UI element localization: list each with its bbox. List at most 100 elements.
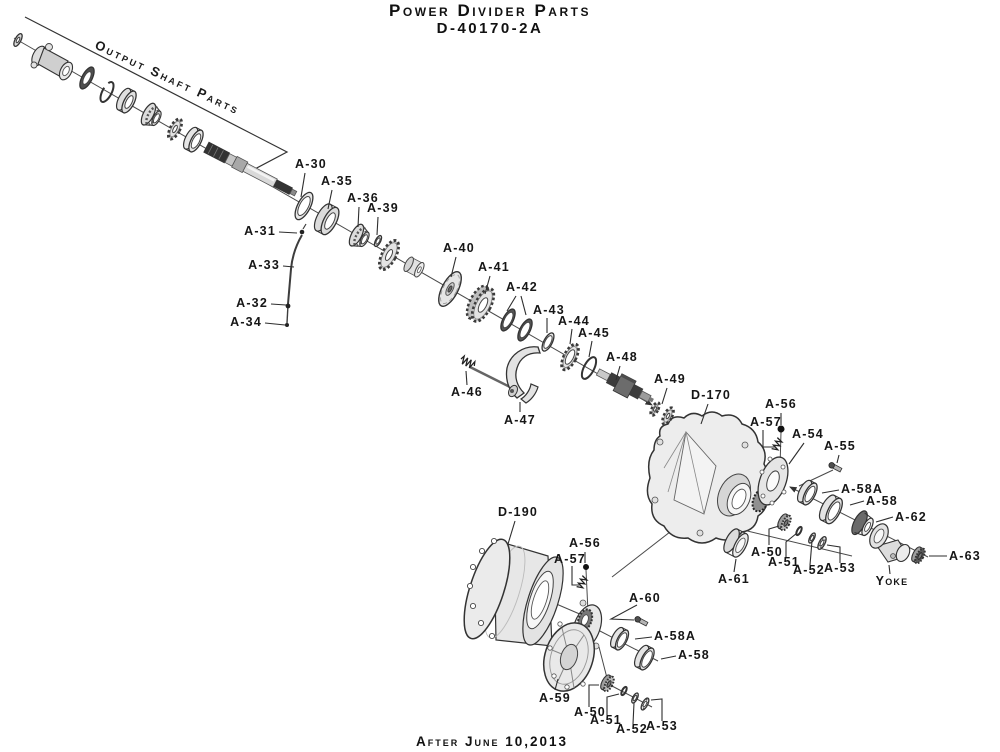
revision-note: After June 10,2013 <box>416 734 568 749</box>
part-a45-oring <box>580 356 598 380</box>
a54-plate <box>751 456 789 513</box>
leader-lines <box>264 172 947 725</box>
part-a49-gear-2 <box>661 406 675 426</box>
part-a62-seal <box>851 510 874 537</box>
label-a58a-upper: A-58A <box>841 482 883 496</box>
part-a35-ring <box>313 203 340 236</box>
label-a59: A-59 <box>539 691 571 705</box>
part-a58a-ring <box>796 479 818 506</box>
part-a50-nut <box>777 513 792 532</box>
label-a50-lower: A-50 <box>574 705 606 719</box>
a32-pin <box>285 303 291 309</box>
leader-a40 <box>450 256 457 278</box>
part-a49-gear-1 <box>649 401 661 417</box>
leader-a30 <box>300 172 306 198</box>
label-a32: A-32 <box>236 296 268 310</box>
group-label-output-shaft-parts: Output Shaft Parts <box>93 37 243 117</box>
leader-a57-upper <box>762 430 776 448</box>
label-a62: A-62 <box>895 510 927 524</box>
leader-a60 <box>608 604 638 621</box>
part-a38-gear <box>378 238 400 272</box>
parts-layer <box>13 32 926 711</box>
part-a46-spring <box>460 354 476 369</box>
part-a61-bearing-cup <box>723 528 749 558</box>
leader-a62 <box>875 516 894 523</box>
leader-d170 <box>700 403 709 425</box>
rear-yoke <box>869 523 911 563</box>
label-a34: A-34 <box>230 315 262 329</box>
output-shaft-bracket <box>24 16 289 171</box>
part-a63-nut <box>911 546 926 565</box>
output-shaft <box>203 141 298 197</box>
front-yoke <box>30 43 74 81</box>
part-a44-clutch-gear <box>560 342 580 372</box>
leader-a49 <box>661 387 668 405</box>
label-a45: A-45 <box>578 326 610 340</box>
part-a41-gear <box>465 284 496 323</box>
leader-a57-lower <box>571 566 580 586</box>
part-a58-ring-lower <box>633 644 655 671</box>
label-yoke: Yoke <box>876 574 909 588</box>
leader-a53-upper <box>826 544 841 563</box>
label-a61: A-61 <box>718 572 750 586</box>
part-a42-ring-1 <box>500 308 516 332</box>
label-a47: A-47 <box>504 413 536 427</box>
part-a42-ring-2 <box>517 318 533 342</box>
label-a41: A-41 <box>478 260 510 274</box>
label-a51-lower: A-51 <box>590 713 622 727</box>
a48-shaft-cluster <box>595 368 654 403</box>
leader-a44 <box>569 328 573 345</box>
part-end-washer <box>13 32 23 48</box>
part-seal-ring-1 <box>79 66 95 90</box>
shift-rail-rod <box>285 223 307 327</box>
label-a48: A-48 <box>606 350 638 364</box>
part-a56-ball <box>777 425 785 433</box>
part-a52-washer <box>808 532 816 544</box>
part-bearing-cone-1 <box>140 102 162 127</box>
label-a46: A-46 <box>451 385 483 399</box>
part-a52-washer-lower <box>631 692 639 704</box>
part-spacer-ring-1 <box>115 87 137 114</box>
part-a55-bolt <box>828 462 843 473</box>
label-a36: A-36 <box>347 191 379 205</box>
leader-a34 <box>264 322 286 326</box>
label-a52-upper: A-52 <box>793 563 825 577</box>
label-a51-upper: A-51 <box>768 555 800 569</box>
part-a50-nut-lower <box>600 674 615 693</box>
label-a63: A-63 <box>949 549 981 563</box>
part-a43-washer <box>541 332 555 352</box>
leader-a42-1 <box>520 295 527 316</box>
a31-pin <box>299 229 305 235</box>
label-a58a-lower: A-58A <box>654 629 696 643</box>
leader-a32 <box>270 303 287 306</box>
leader-a58-upper <box>849 500 865 506</box>
part-a30-ring <box>294 191 314 221</box>
label-a53-upper: A-53 <box>824 561 856 575</box>
leader-a52-upper <box>809 540 813 566</box>
label-a31: A-31 <box>244 224 276 238</box>
part-a53-bearing-lower <box>640 697 650 711</box>
leader-a41 <box>484 275 491 295</box>
label-a33: A-33 <box>248 258 280 272</box>
part-a56-ball-lower <box>583 564 589 570</box>
part-a58-ring <box>818 494 843 525</box>
part-a53-bearing <box>817 535 827 551</box>
label-a35: A-35 <box>321 174 353 188</box>
leader-a59 <box>554 678 559 691</box>
page-title: Power Divider Parts <box>389 1 591 20</box>
label-a49: A-49 <box>654 372 686 386</box>
leader-a33 <box>282 265 295 268</box>
label-a30: A-30 <box>295 157 327 171</box>
label-a40: A-40 <box>443 241 475 255</box>
part-a51-oring-lower <box>620 685 628 697</box>
label-a55: A-55 <box>824 439 856 453</box>
leader-a61 <box>733 558 737 573</box>
label-a56-upper: A-56 <box>765 397 797 411</box>
leader-a39 <box>376 216 379 236</box>
label-d170: D-170 <box>691 388 731 402</box>
leader-a51-upper <box>785 532 798 557</box>
label-a60: A-60 <box>629 591 661 605</box>
leader-a42 <box>506 295 517 312</box>
